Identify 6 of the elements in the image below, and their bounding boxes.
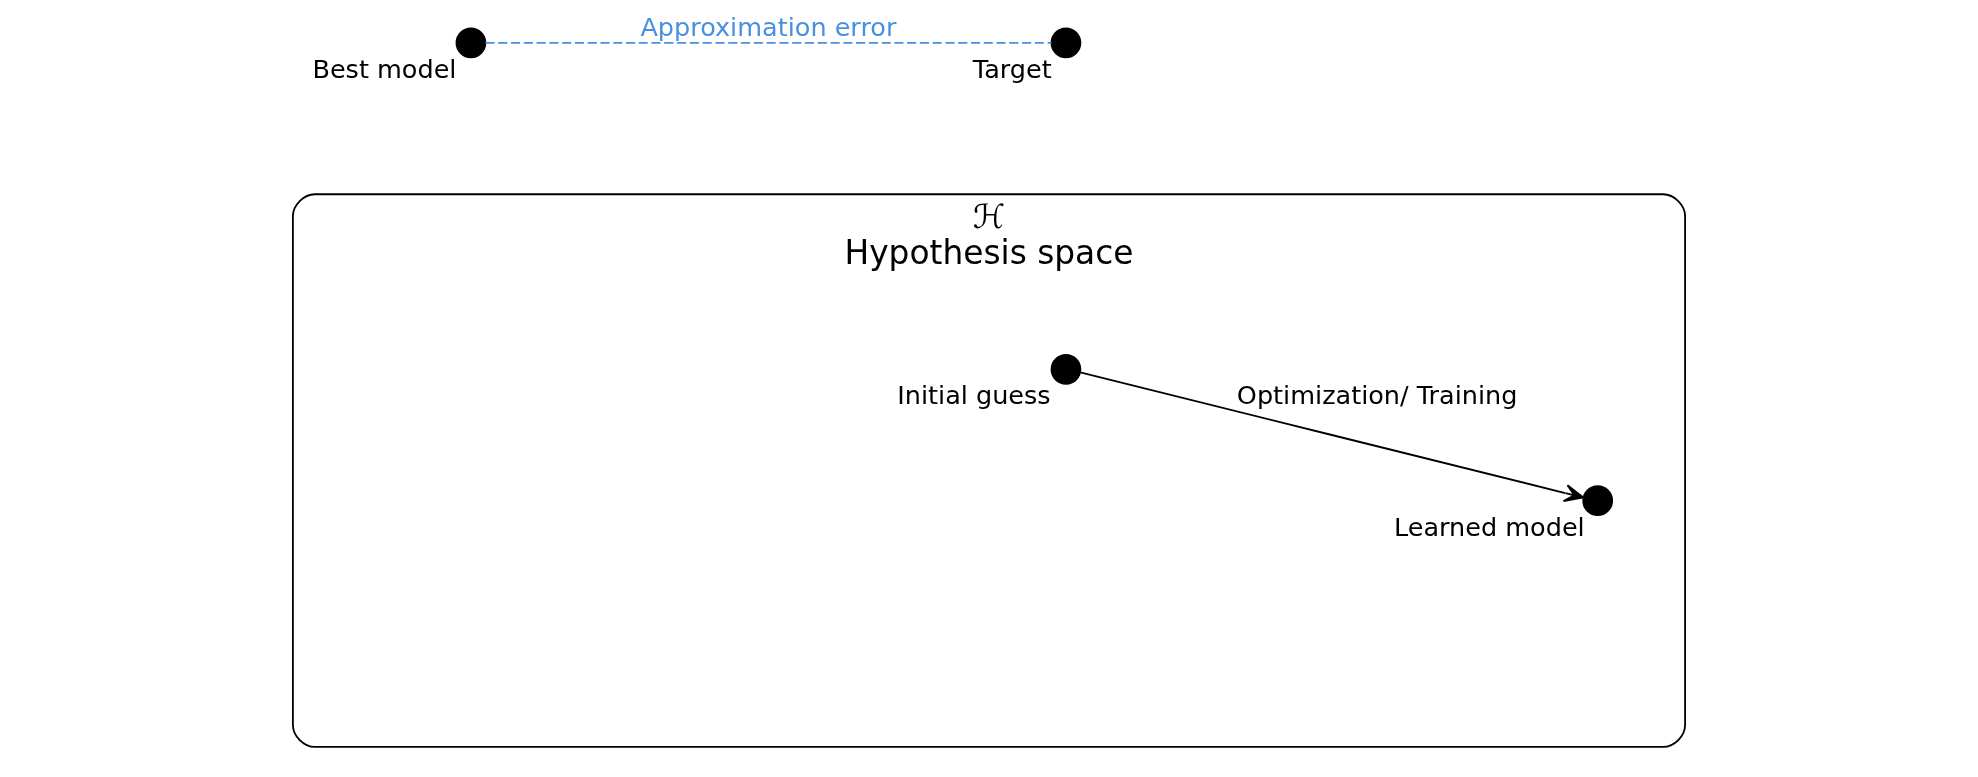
node-label: Target [972, 53, 1052, 84]
node-label: Best model [312, 53, 457, 84]
edge-label: Optimization/ Training [1236, 380, 1518, 411]
edge-label: Approximation error [640, 11, 897, 42]
node-label: Initial guess [897, 380, 1051, 411]
node-label: Learned model [1393, 511, 1585, 542]
